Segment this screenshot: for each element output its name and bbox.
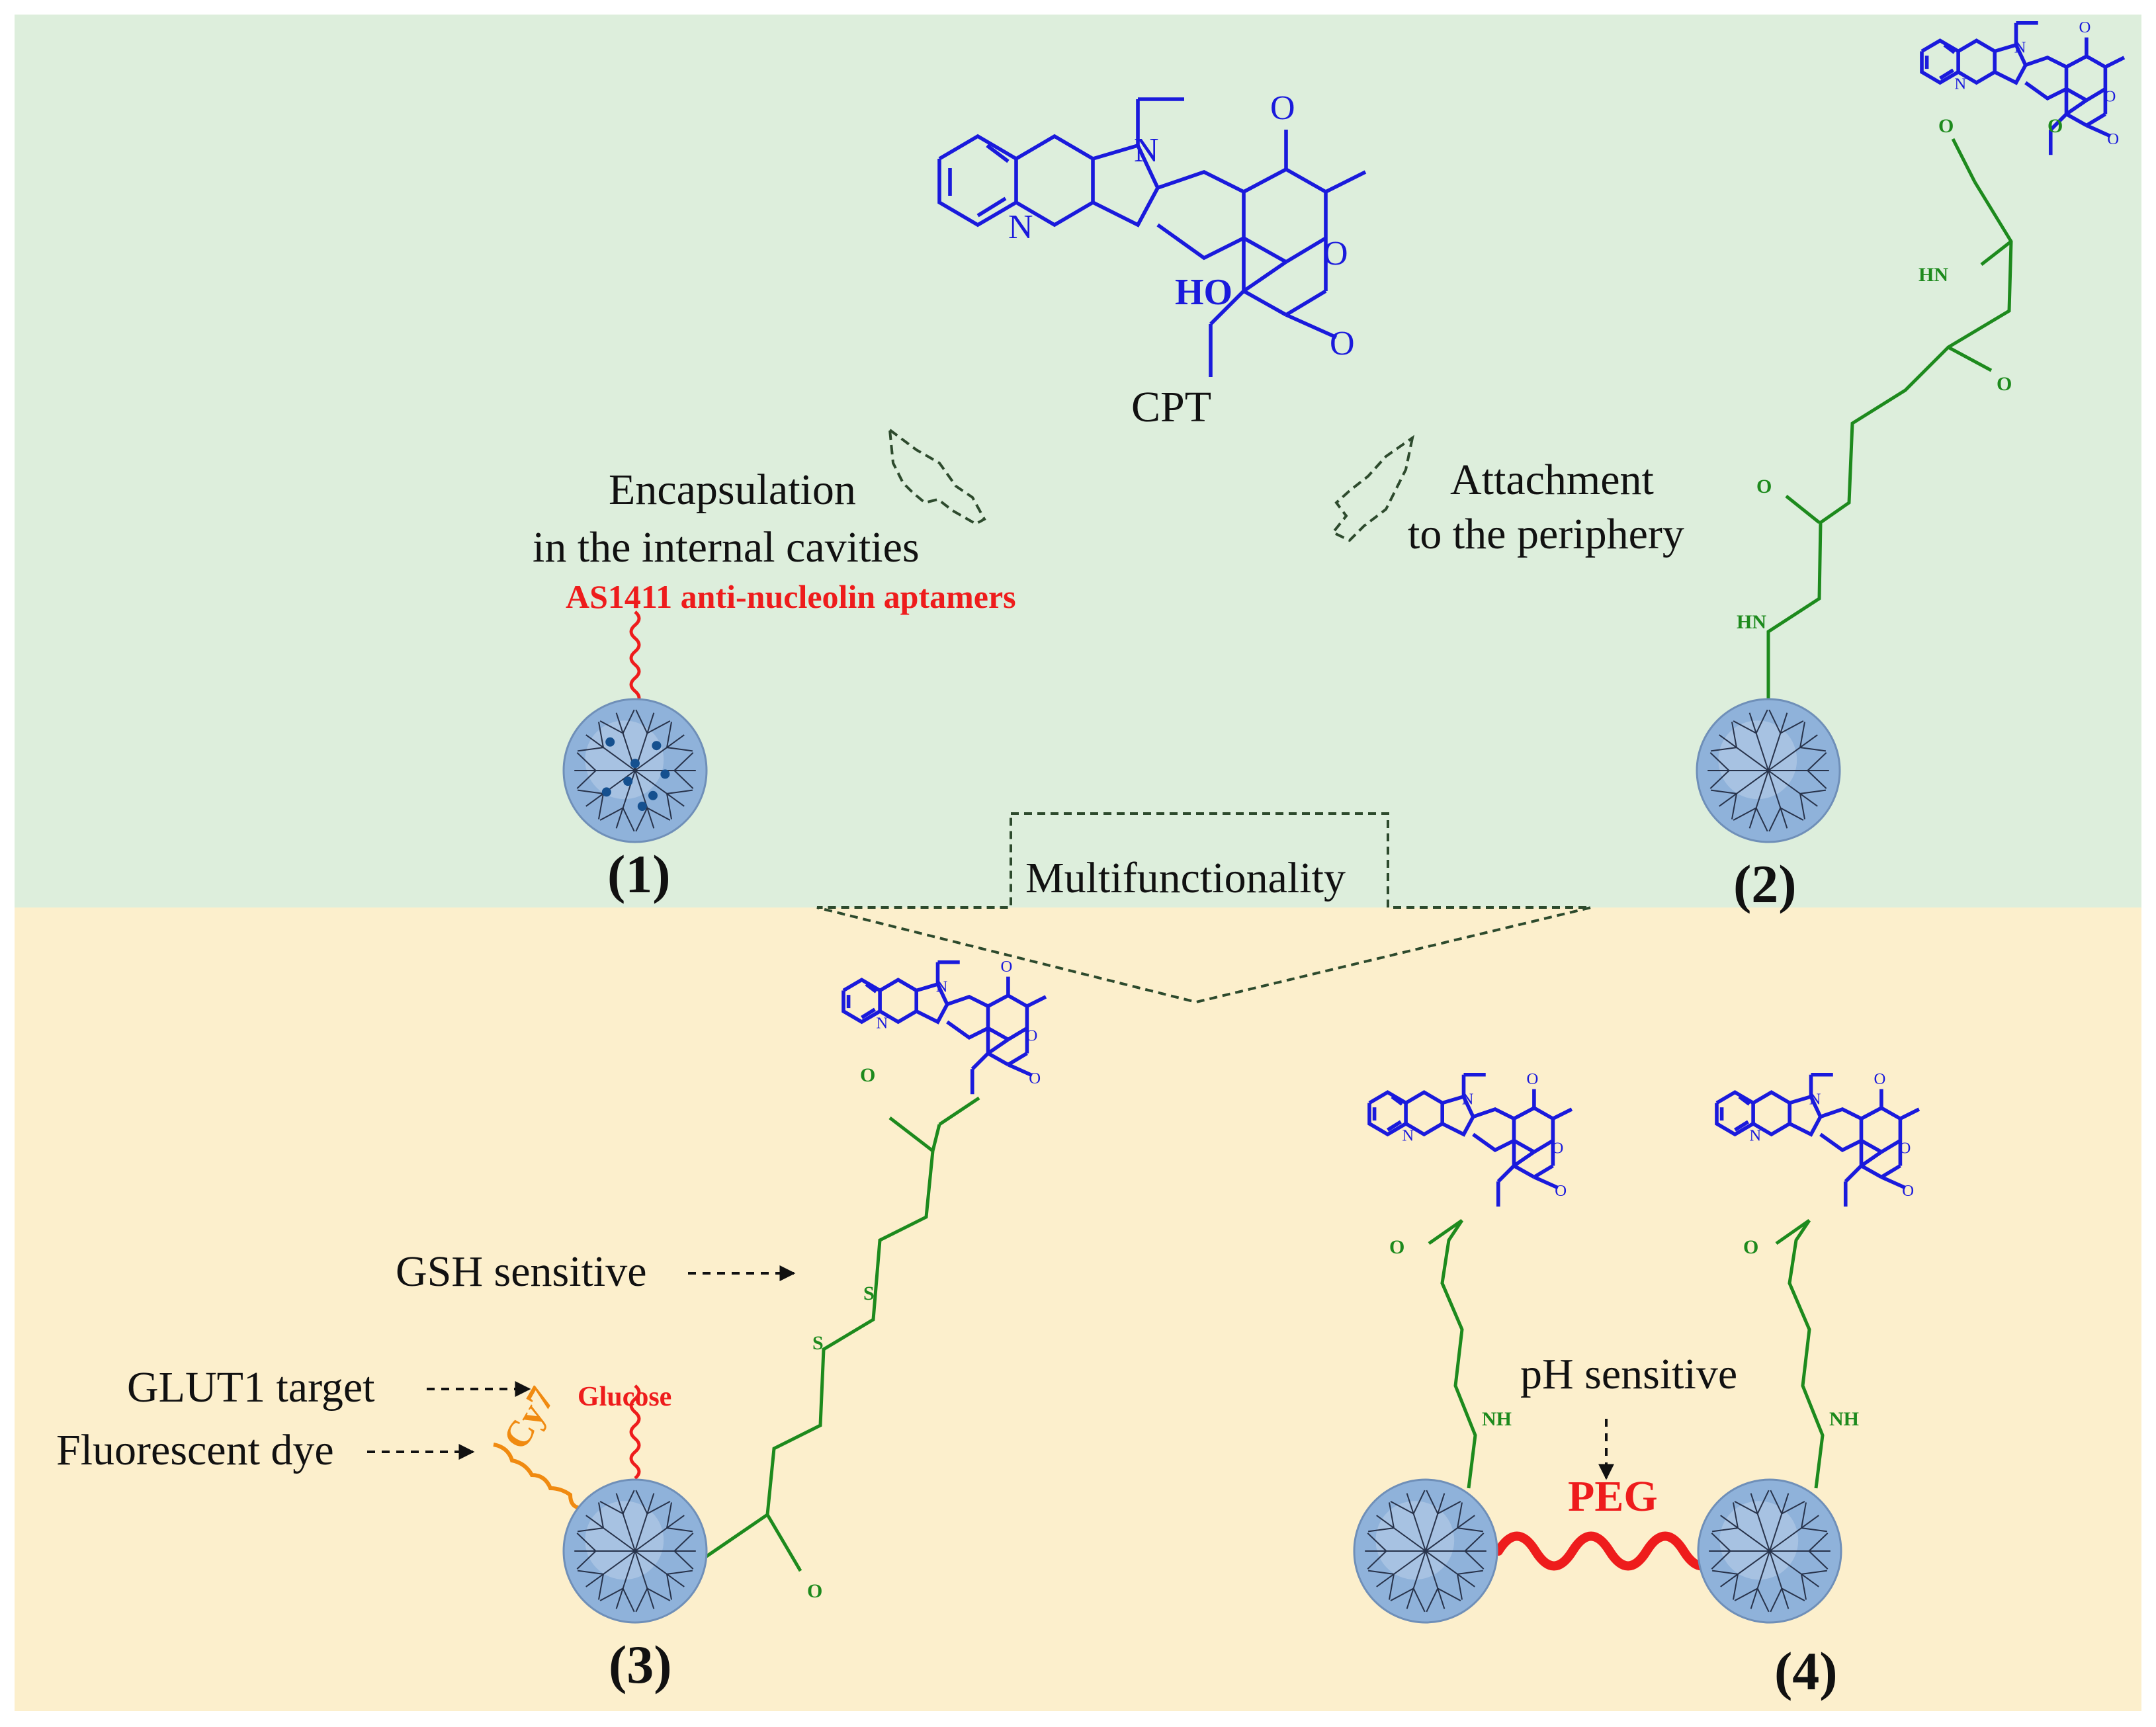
linker-4b [1788,1219,1825,1489]
cpt-molecule-4a: N N O O O [1367,1070,1573,1207]
cpt-label: CPT [1131,383,1212,431]
linker-2 [1766,181,2013,718]
atom-label: O [1938,115,1954,137]
dendrimer-icon [1353,1478,1498,1624]
cpt-molecule-4b: N N O O O [1715,1070,1920,1207]
cpt-molecule-main: N N O O O HO [937,89,1367,377]
aptamer-label: AS1411 anti-nucleolin aptamers [566,578,1016,615]
atom-label: O [1902,1182,1914,1200]
label-3: (3) [609,1634,672,1695]
atom-label: O [1997,373,2012,395]
encapsulation-label-line2: in the internal cavities [533,523,920,571]
multifunctionality-label: Multifunctionality [1025,854,1346,902]
atom-label: N [1402,1127,1414,1145]
atom-label: N [1008,208,1033,246]
linker-4a [1440,1219,1477,1489]
atom-label: N [876,1015,888,1032]
atom-label: O [860,1064,875,1086]
atom-label: O [1330,325,1355,362]
atom-label: O [1756,476,1772,497]
atom-label: HN [1919,264,1948,286]
dendrimer-icon [562,1478,708,1624]
atom-label: NH [1829,1408,1859,1430]
multifunctionality-arrow [816,812,1592,1004]
atom-label: O [1323,235,1348,273]
label-4: (4) [1774,1641,1838,1701]
atom-label: O [1389,1236,1404,1258]
atom-label: O [1270,89,1295,127]
ph-label: pH sensitive [1520,1350,1738,1398]
atom-label: O [1527,1070,1539,1088]
atom-label: O [1555,1182,1567,1200]
atom-label: O [1029,1070,1041,1087]
atom-label: N [1809,1090,1821,1108]
atom-label: O [807,1580,822,1602]
peg-chain [1494,1531,1725,1571]
glucose-strand [629,1384,641,1480]
atom-label: N [2014,38,2026,56]
encapsulation-label-line1: Encapsulation [609,466,856,514]
atom-label: HO [1175,272,1232,313]
label-1: (1) [607,844,671,904]
atom-label: O [1552,1140,1564,1158]
atom-label: NH [1482,1408,1512,1430]
glut1-label: GLUT1 target [127,1363,375,1411]
atom-label: O [1001,958,1013,976]
glucose-label: Glucose [578,1382,672,1412]
atom-label: O [1743,1236,1758,1258]
dye-label: Fluorescent dye [56,1426,334,1474]
linker-3 [703,1124,941,1560]
atom-label: O [2104,88,2116,106]
peg-label: PEG [1568,1472,1658,1521]
atom-label: S [863,1283,875,1304]
atom-label: S [812,1332,824,1354]
atom-label: N [936,978,948,995]
cpt-molecule-2: N N O O O [1920,19,2126,155]
cpt-molecule-3: N N O O O [841,958,1047,1095]
attachment-label-line1: Attachment [1450,456,1654,504]
attachment-label-line2: to the periphery [1408,510,1684,558]
atom-label: HN [1737,611,1766,633]
dendrimer-icon [1697,1478,1842,1624]
atom-label: N [1749,1127,1761,1145]
atom-label: O [1874,1070,1886,1088]
gsh-label: GSH sensitive [396,1247,647,1296]
label-2: (2) [1733,854,1797,914]
dendrimer-icon [562,698,708,843]
atom-label: O [1899,1140,1911,1158]
atom-label: O [2079,19,2091,36]
dendrimer-icon [1696,698,1841,843]
atom-label: N [1954,75,1966,93]
dye-strand [493,1443,583,1510]
atom-label: N [1134,132,1159,169]
atom-label: N [1462,1090,1474,1108]
atom-label: O [1026,1027,1038,1045]
atom-label: O [2107,130,2119,148]
hollow-arrow-icon [888,427,1414,542]
atom-label: O [2048,115,2063,137]
